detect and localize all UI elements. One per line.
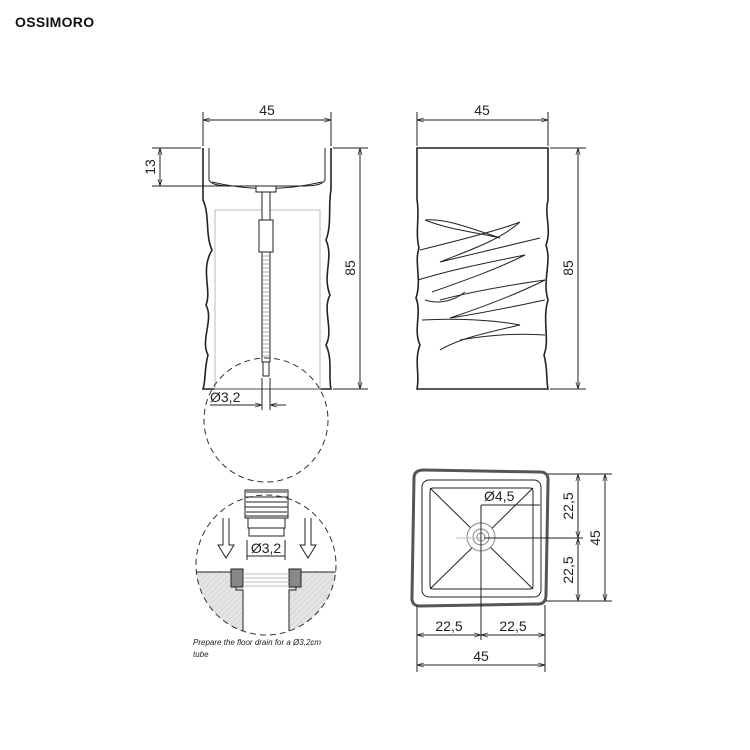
top-drain-diameter-label: Ø4,5 (484, 488, 515, 504)
front-width-label: 45 (259, 102, 275, 118)
wrinkle-pattern (417, 219, 546, 351)
front-view: 45 13 85 Ø3,2 (142, 102, 368, 483)
top-view: Ø4,5 22,5 22,5 45 22,5 22,5 45 (410, 468, 612, 672)
side-height-label: 85 (560, 260, 576, 276)
detail-callout-circle (203, 357, 329, 483)
right-half-width-label: 22,5 (499, 618, 526, 634)
top-half-depth-label: 22,5 (560, 492, 576, 519)
product-title: OSSIMORO (15, 14, 95, 30)
tube-diameter-label: Ø3,2 (251, 540, 282, 556)
note-line-2: tube (193, 650, 209, 659)
drain-pipe (255, 185, 277, 377)
down-arrow-right-icon (299, 518, 317, 559)
tube-fitting (244, 489, 289, 537)
note-line-1: Prepare the floor drain for a Ø3,2cm (193, 638, 321, 647)
left-half-width-label: 22,5 (435, 618, 462, 634)
front-height-label: 85 (342, 260, 358, 276)
side-view: 45 85 (415, 102, 586, 390)
basin-interior (208, 148, 326, 187)
drain-diameter-label: Ø3,2 (210, 389, 241, 405)
bottom-half-depth-label: 22,5 (560, 556, 576, 583)
basin-depth-label: 13 (142, 159, 158, 175)
top-depth-label: 45 (587, 530, 603, 546)
top-width-label: 45 (473, 648, 489, 664)
side-width-label: 45 (474, 102, 490, 118)
floor-drain-detail: Ø3,2 Prepare the floor drain for a Ø3,2c… (193, 489, 337, 659)
down-arrow-left-icon (217, 518, 235, 559)
